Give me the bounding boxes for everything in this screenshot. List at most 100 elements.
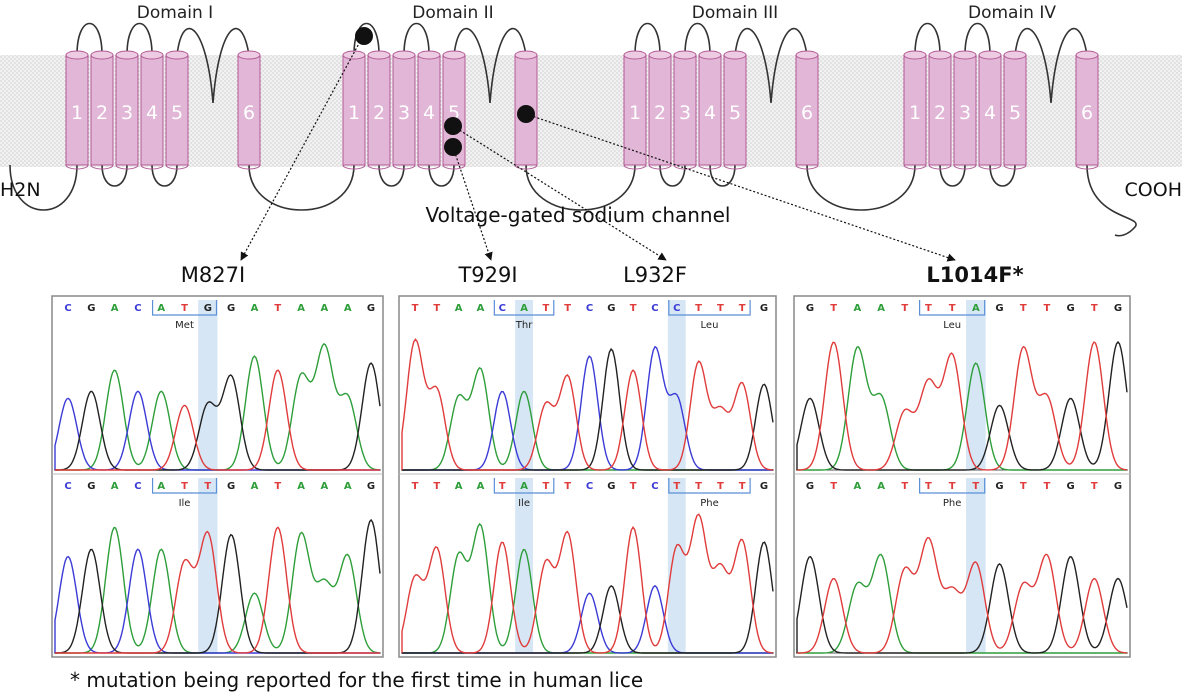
domain-label-3: Domain III <box>692 3 778 23</box>
site-dot-l932f <box>444 117 462 135</box>
segment-number: 6 <box>243 102 255 124</box>
transmembrane-segment: 3 <box>392 50 416 170</box>
base-call: C <box>586 303 593 314</box>
base-call: T <box>949 303 956 314</box>
base-call: T <box>499 481 506 492</box>
transmembrane-segment: 5 <box>723 50 747 170</box>
peak-trace <box>797 346 1127 471</box>
base-call: T <box>630 303 637 314</box>
mutation-highlight <box>198 478 218 653</box>
transmembrane-segment: 4 <box>140 50 164 170</box>
base-call: G <box>760 481 768 492</box>
peak-trace <box>797 537 1128 654</box>
base-call: T <box>695 481 702 492</box>
base-call: T <box>717 481 724 492</box>
base-call: A <box>972 303 980 314</box>
base-call: T <box>564 303 571 314</box>
base-call: G <box>367 481 375 492</box>
base-call: A <box>297 303 305 314</box>
base-call: G <box>227 303 235 314</box>
base-call: C <box>64 303 71 314</box>
codon-label: Phe <box>943 498 962 509</box>
codon-label: Met <box>175 320 194 331</box>
site-dot-t929i <box>444 138 462 156</box>
base-call: T <box>925 303 932 314</box>
mutation-highlight <box>515 478 533 653</box>
segment-number: 4 <box>146 102 158 124</box>
transmembrane-segment: 5 <box>165 50 189 170</box>
peak-trace <box>796 340 1128 471</box>
base-call: A <box>157 481 165 492</box>
mutation-label-m827i: M827I <box>181 263 245 287</box>
codon-label: Thr <box>515 320 533 331</box>
transmembrane-segment: 4 <box>417 50 441 170</box>
intracellular-loop <box>428 164 455 187</box>
base-call: T <box>542 303 549 314</box>
base-call: T <box>901 303 908 314</box>
base-call: C <box>673 303 680 314</box>
segment-number: 4 <box>984 102 996 124</box>
transmembrane-segment: 6 <box>1075 50 1099 170</box>
base-call: T <box>695 303 702 314</box>
mutation-highlight <box>966 478 986 653</box>
base-call: A <box>520 481 528 492</box>
base-call: T <box>1091 481 1098 492</box>
base-call: T <box>1044 303 1051 314</box>
base-call: T <box>630 481 637 492</box>
base-call: A <box>455 481 463 492</box>
base-call: A <box>111 481 119 492</box>
peak-trace <box>401 513 774 654</box>
segment-number: 5 <box>1009 102 1021 124</box>
segment-number: 3 <box>959 102 971 124</box>
intracellular-linker <box>806 164 916 211</box>
transmembrane-segment: 5 <box>1003 50 1027 170</box>
base-call: C <box>134 303 141 314</box>
codon-label: Ile <box>518 498 530 509</box>
base-call: G <box>806 481 814 492</box>
codon-label: Leu <box>943 320 961 331</box>
codon-label: Ile <box>179 498 191 509</box>
base-call: G <box>204 303 212 314</box>
base-call: T <box>1020 481 1027 492</box>
base-call: A <box>251 481 259 492</box>
base-call: T <box>433 481 440 492</box>
base-call: T <box>739 481 746 492</box>
base-call: T <box>925 481 932 492</box>
segment-number: 1 <box>629 102 641 124</box>
segment-number: 2 <box>96 102 108 124</box>
transmembrane-segment: 4 <box>698 50 722 170</box>
base-call: T <box>564 481 571 492</box>
base-call: A <box>251 303 259 314</box>
c-terminus-label: COOH <box>1125 179 1182 201</box>
arrow-l932f <box>452 125 667 261</box>
segment-number: 6 <box>801 102 813 124</box>
base-call: A <box>854 481 862 492</box>
base-call: T <box>412 303 419 314</box>
base-call: T <box>739 303 746 314</box>
codon-label: Phe <box>700 498 719 509</box>
base-call: A <box>854 303 862 314</box>
mutation-label-l1014f: L1014F* <box>926 263 1023 287</box>
transmembrane-segment: 6 <box>795 50 819 170</box>
transmembrane-segment: 4 <box>978 50 1002 170</box>
channel-label: Voltage-gated sodium channel <box>426 203 731 227</box>
codon-label: Leu <box>701 320 719 331</box>
base-call: A <box>111 303 119 314</box>
segment-number: 4 <box>704 102 716 124</box>
base-call: G <box>760 303 768 314</box>
base-call: T <box>901 481 908 492</box>
mutation-highlight <box>966 300 986 470</box>
intracellular-loop <box>989 164 1016 187</box>
topology-loops <box>9 22 1137 237</box>
pore-loop <box>176 27 250 104</box>
intracellular-loop <box>709 164 736 187</box>
base-call: T <box>830 481 837 492</box>
transmembrane-segment: 1 <box>623 50 647 170</box>
base-call: A <box>520 303 528 314</box>
mutation-highlight <box>667 300 686 470</box>
